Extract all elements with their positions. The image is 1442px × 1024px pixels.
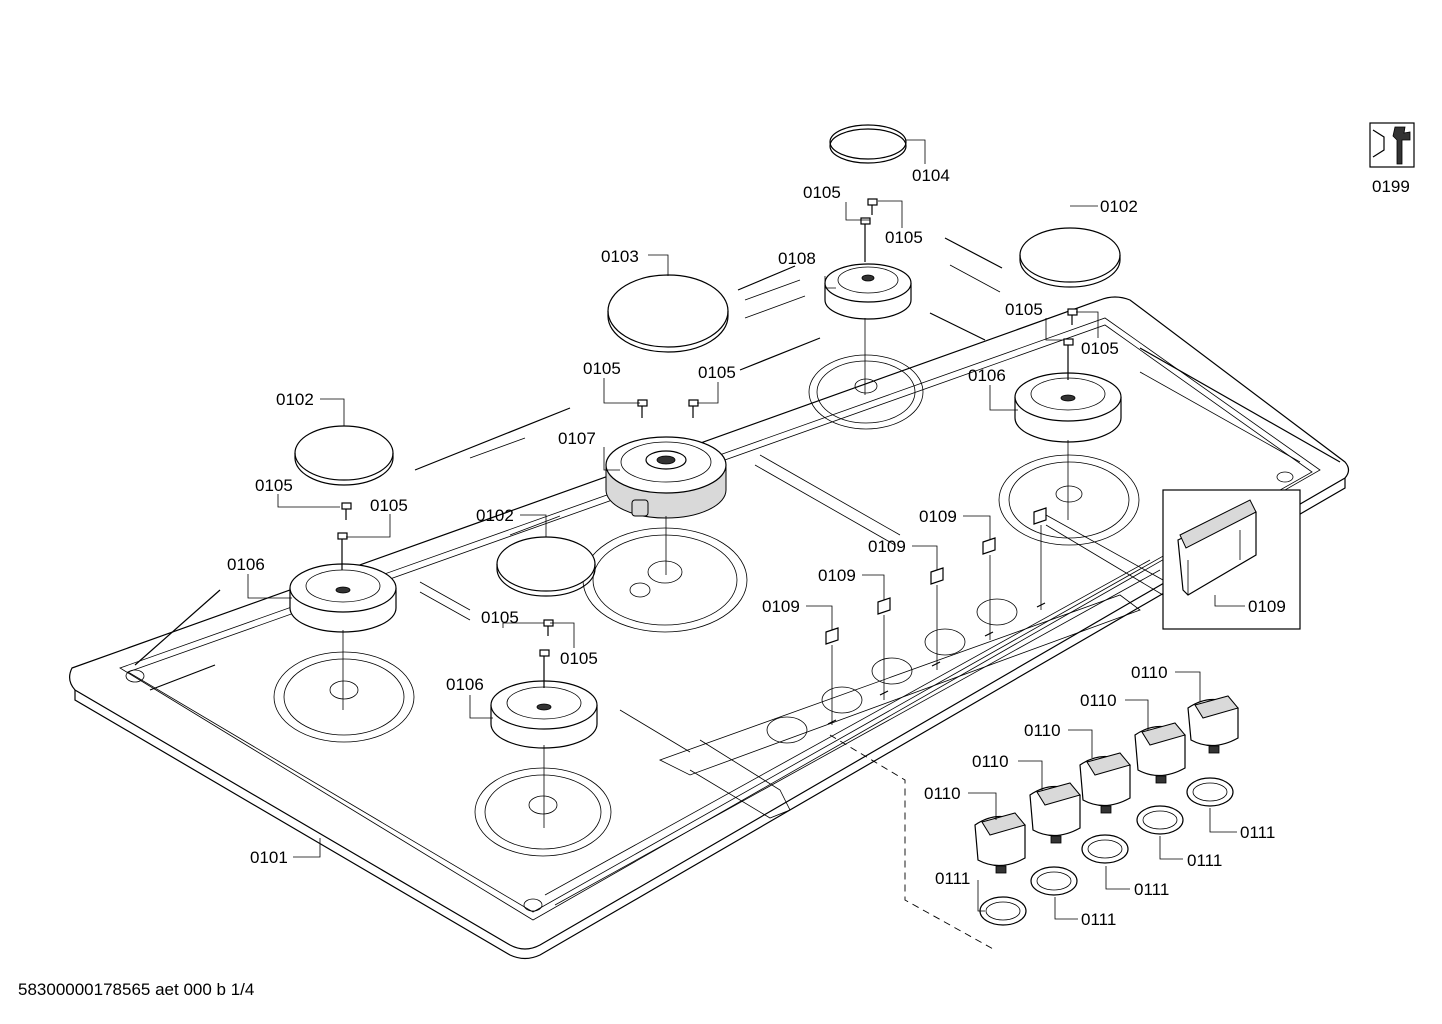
label-0106-front: 0106 — [446, 675, 484, 694]
label-0109-b: 0109 — [818, 566, 856, 585]
label-0105-c: 0105 — [1005, 300, 1043, 319]
label-0109-a: 0109 — [762, 597, 800, 616]
crown-0108 — [824, 263, 912, 320]
clips-0109 — [825, 507, 1047, 645]
label-0103: 0103 — [601, 247, 639, 266]
label-0105-b: 0105 — [885, 228, 923, 247]
label-0105-a: 0105 — [803, 183, 841, 202]
leader-lines — [247, 139, 1245, 920]
burner-cutouts — [273, 354, 1140, 857]
label-0110-d: 0110 — [1080, 691, 1117, 710]
label-0105-f: 0105 — [698, 363, 736, 382]
knob-c — [1079, 752, 1131, 814]
label-0107: 0107 — [558, 429, 596, 448]
label-0111-c: 0111 — [1134, 880, 1169, 899]
knob-e — [1187, 695, 1239, 754]
label-0102-left: 0102 — [276, 390, 314, 409]
knob-b — [1029, 782, 1081, 844]
cap-0102-mid — [496, 536, 596, 592]
cap-0104 — [829, 124, 907, 160]
label-0105-e: 0105 — [583, 359, 621, 378]
label-0105-j: 0105 — [560, 649, 598, 668]
label-0105-d: 0105 — [1081, 339, 1119, 358]
crown-0106-front — [490, 680, 598, 749]
label-0110-c: 0110 — [1024, 721, 1061, 740]
cap-0102-left — [294, 425, 394, 481]
screw-b — [860, 217, 871, 225]
assembly-axes — [342, 318, 1069, 951]
label-0111-a: 0111 — [935, 869, 970, 888]
label-0102-mid: 0102 — [476, 506, 514, 525]
label-0109-c: 0109 — [868, 537, 906, 556]
crown-0107 — [605, 436, 727, 519]
label-0102-right: 0102 — [1100, 197, 1138, 216]
label-0104: 0104 — [912, 166, 950, 185]
crown-0106-right — [1014, 372, 1122, 443]
knob-d — [1134, 722, 1186, 784]
clip-detail-box — [1045, 489, 1301, 630]
burner-caps — [294, 124, 1121, 597]
label-0111-b: 0111 — [1081, 910, 1116, 929]
crown-0106-left — [289, 563, 397, 633]
label-0108: 0108 — [778, 249, 816, 268]
label-0110-b: 0110 — [972, 752, 1009, 771]
label-0106-right: 0106 — [968, 366, 1006, 385]
label-0109-d: 0109 — [919, 507, 957, 526]
label-0111-e: 0111 — [1240, 823, 1275, 842]
label-0106-left: 0106 — [227, 555, 265, 574]
label-0105-g: 0105 — [255, 476, 293, 495]
label-0109-detail: 0109 — [1248, 597, 1286, 616]
label-0105-h: 0105 — [370, 496, 408, 515]
control-knobs — [974, 695, 1239, 874]
label-0111-d: 0111 — [1187, 851, 1222, 870]
knob-a — [974, 812, 1026, 874]
cap-0103 — [607, 274, 729, 348]
tools-wrench-icon — [1369, 122, 1415, 168]
hob-panel — [69, 237, 1350, 960]
label-0110-a: 0110 — [924, 784, 961, 803]
callout-labels: 0104 0102 0105 0105 0108 0103 0105 0105 … — [227, 166, 1410, 929]
document-id-footer: 58300000178565 aet 000 b 1/4 — [18, 980, 255, 999]
label-0110-e: 0110 — [1131, 663, 1168, 682]
label-0199: 0199 — [1372, 177, 1410, 196]
screw-a — [867, 198, 878, 206]
label-0105-i: 0105 — [481, 608, 519, 627]
label-0101: 0101 — [250, 848, 288, 867]
cap-0102-right — [1019, 227, 1121, 283]
screws — [337, 198, 1078, 688]
knob-rings — [979, 777, 1234, 926]
